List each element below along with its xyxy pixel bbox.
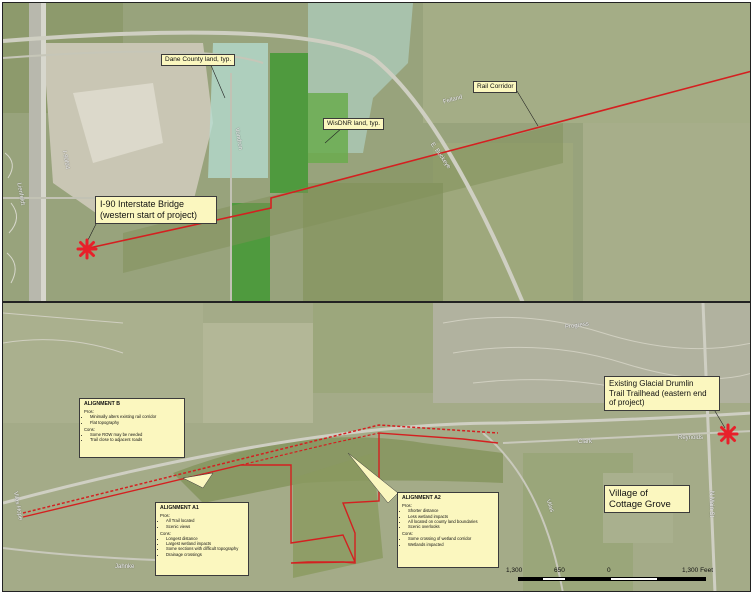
progress-road (3, 411, 750, 505)
trailhead-line2: Trail Trailhead (eastern end (609, 388, 707, 398)
alignment-b-title: ALIGNMENT B (84, 401, 121, 407)
alignment-a1-pro: All Trail located (166, 518, 244, 523)
alignment-b-pro: Flat topography (90, 420, 180, 425)
scale-segment (518, 577, 542, 581)
bottom-map-panel: Progress Reynolds N Main St Clark Vilas … (2, 302, 751, 592)
alignment-a2-pro: Shorter distance (408, 508, 494, 513)
dane-county-land-area (208, 43, 268, 178)
alignment-a2-pro: Less wetland impacts (408, 514, 494, 519)
scale-tick-label: 650 (554, 567, 565, 574)
trailhead-line3: of project) (609, 398, 645, 407)
alignment-a1-title: ALIGNMENT A1 (160, 505, 199, 511)
alignment-b-pro: Minimally alters existing rail corridor (90, 414, 180, 419)
alignment-b-pros-label: Pros: (84, 409, 94, 415)
trailhead-line1: Existing Glacial Drumlin (609, 379, 694, 388)
alignment-b-con: Some ROW may be needed (90, 432, 180, 437)
alignment-a1-con: Largest wetland impacts (166, 541, 244, 546)
road-label-n-main: N Main St (708, 490, 715, 518)
alignment-a2-line (240, 432, 380, 466)
alignment-a1-cons-label: Cons: (160, 530, 171, 536)
alignment-a2-pro: Scenic overlooks (408, 524, 494, 529)
bridge-callout-line2: (western start of project) (100, 210, 198, 220)
buckeye-road (3, 30, 525, 301)
alignment-a1-con: Longest distance (166, 536, 244, 541)
bridge-callout: I-90 Interstate Bridge (western start of… (95, 196, 217, 224)
village-label: Village of Cottage Grove (604, 485, 690, 513)
scale-tick-label: 1,300 Feet (682, 567, 714, 574)
village-line1: Village of (609, 488, 648, 499)
alignment-a1-con: Some sections with difficult topography (166, 546, 244, 551)
village-line2: Cottage Grove (609, 499, 671, 510)
alignment-b-con: Trail close to adjacent roads (90, 437, 180, 442)
red-asterisk-icon (717, 423, 739, 445)
dane-county-land-label: Dane County land, typ. (161, 54, 236, 66)
alignment-a2-con: Wetlands impacted (408, 542, 494, 547)
top-map-panel: Lienfeldt I-90/94 E. Buckeye Felland Von… (2, 2, 751, 302)
top-aerial-map (3, 3, 750, 301)
scale-bar: 1,300 650 0 1,300 Feet (498, 567, 724, 585)
scale-segment (542, 577, 566, 581)
alignment-a1-pros-label: Pros: (160, 513, 170, 519)
scale-segment (658, 577, 706, 581)
alignment-a2-box: ALIGNMENT A2 Pros: Shorter distance Less… (397, 492, 499, 568)
bridge-callout-line1: I-90 Interstate Bridge (100, 199, 185, 209)
alignment-a1-box: ALIGNMENT A1 Pros: All Trail located Sce… (155, 502, 249, 576)
alignment-a1-con: Drainage crossings (166, 552, 244, 557)
wdnr-land-label: WisDNR land, typ. (323, 118, 385, 130)
alignment-b-box: ALIGNMENT B Pros: Minimally alters exist… (79, 398, 185, 458)
alignment-a2-title: ALIGNMENT A2 (402, 495, 441, 501)
road-label-jahnke: Jahnke (115, 564, 135, 570)
rail-corridor-label: Rail Corridor (473, 81, 518, 93)
red-asterisk-icon (76, 238, 98, 260)
wdnr-land-area (270, 53, 308, 193)
alignment-b-cons-label: Cons: (84, 426, 95, 432)
trailhead-callout: Existing Glacial Drumlin Trail Trailhead… (604, 376, 720, 411)
alignment-a2-pros-label: Pros: (402, 503, 412, 509)
bottom-aerial-map (3, 303, 750, 591)
road-label-clark: Clark (578, 439, 593, 445)
rail-corridor-line (79, 70, 750, 251)
alignment-a2-cons-label: Cons: (402, 531, 413, 537)
i-90-road (29, 3, 43, 301)
alignment-a1-line (22, 432, 499, 564)
alignment-b-line (22, 424, 499, 514)
scale-segment (610, 577, 658, 581)
scale-tick-label: 1,300 (506, 567, 523, 574)
alignment-a1-pro: Scenic views (166, 524, 244, 529)
scale-tick-label: 0 (607, 567, 611, 574)
alignment-a2-pro: All located on county land boundaries (408, 519, 494, 524)
road-label-reynolds: Reynolds (678, 435, 704, 441)
alignment-a2-con: Some crossing of wetland corridor (408, 536, 494, 541)
scale-segment (566, 577, 610, 581)
